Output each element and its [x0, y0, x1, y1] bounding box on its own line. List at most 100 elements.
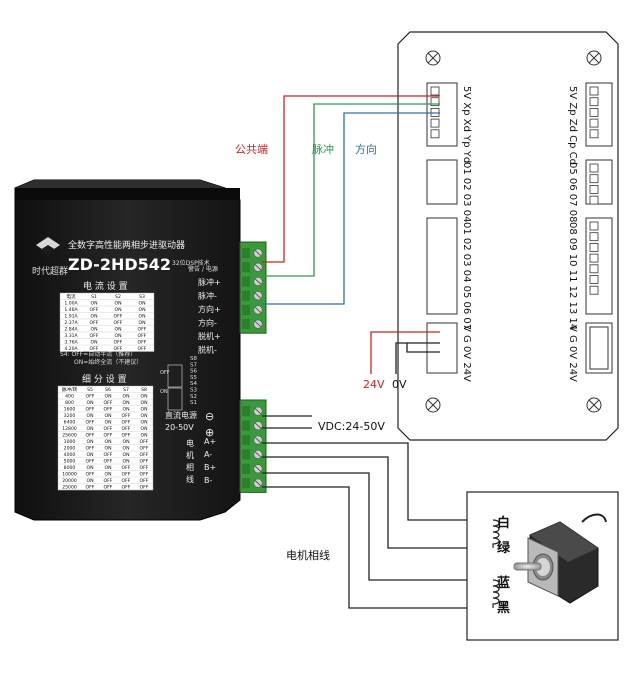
table-cell: ON [140, 426, 147, 432]
table-cell: OFF [104, 452, 113, 458]
table-cell: ON [122, 394, 129, 400]
table-cell: OFF [114, 320, 123, 326]
direction-wire-label: 方向 [355, 143, 377, 156]
dip-switch-label: S1 [190, 400, 197, 406]
table-header-cell: S6 [105, 387, 111, 393]
table-cell: 3.76A [64, 340, 78, 346]
table-cell: OFF [90, 320, 99, 326]
table-header-cell: 脉冲/转 [62, 386, 78, 393]
table-cell: OFF [86, 407, 95, 413]
connector-input-left[interactable] [426, 217, 458, 315]
table-cell: ON [114, 327, 121, 333]
phase-terminal-label: B- [204, 476, 212, 485]
table-cell: ON [104, 446, 111, 452]
table-cell: ON [104, 420, 111, 426]
table-cell: ON [140, 394, 147, 400]
table-cell: ON [104, 465, 111, 471]
table-cell: OFF [86, 485, 95, 491]
table-cell: OFF [114, 314, 123, 320]
connector-pin [589, 285, 599, 295]
table-header-cell: S3 [139, 294, 145, 300]
header-left-label: 5V Xp Xd Yp Yd [461, 86, 472, 163]
table-cell: ON [104, 394, 111, 400]
table-cell: OFF [140, 485, 149, 491]
coil-b-icon [492, 579, 500, 608]
connector-pin [589, 242, 599, 252]
screw-icon [586, 50, 602, 66]
signal-terminal-label: 脱机+ [198, 331, 221, 341]
connector-pin [589, 326, 609, 370]
connector-pin [589, 86, 599, 96]
dc-power-label: 直流电源 [165, 410, 197, 420]
table-cell: 2.37A [64, 320, 78, 326]
table-cell: OFF [122, 478, 131, 484]
motor-phase-vertical-char: 相 [186, 462, 194, 472]
table-cell: 1000 [64, 439, 76, 445]
table-cell: 1.91A [64, 314, 78, 320]
table-cell: ON [114, 333, 121, 339]
connector-power-left[interactable] [426, 322, 458, 374]
motor-phase-label: 电机相线 [286, 549, 330, 562]
signal-terminal-label: 脱机- [198, 345, 217, 355]
minus-symbol: ⊖ [205, 410, 214, 423]
in-left-label: 01 02 03 04 05 06 07 [461, 222, 472, 330]
table-cell: ON [122, 439, 129, 445]
table-cell: 2000 [64, 446, 76, 452]
table-cell: 8000 [64, 465, 76, 471]
stepper-motor-icon [513, 513, 607, 604]
dip-switch-label: S6 [190, 369, 197, 375]
table-cell: OFF [104, 426, 113, 432]
power-motor-terminal-block[interactable] [239, 399, 267, 493]
table-cell: OFF [138, 346, 147, 352]
table-cell: ON [138, 320, 145, 326]
table-cell: OFF [140, 439, 149, 445]
table-cell: ON [104, 472, 111, 478]
v0-label: 0V [392, 378, 407, 391]
coil-label-white: 白 [497, 516, 511, 531]
table-header-cell: 电流 [66, 293, 76, 300]
table-cell: ON [86, 478, 93, 484]
table-cell: ON [122, 407, 129, 413]
connector-output-left[interactable] [426, 159, 458, 205]
phase-terminal-label: B+ [204, 463, 216, 472]
stepper-driver: 时代超群 全数字高性能两相步进驱动器 ZD-2HD542 32位DSP技术 警告… [14, 179, 267, 521]
table-cell: OFF [104, 459, 113, 465]
current-table-title: 电 流 设 置 [83, 280, 128, 292]
coil-label-green: 绿 [497, 541, 511, 556]
connector-pin [589, 163, 599, 173]
micro-table-title: 细 分 设 置 [82, 373, 127, 385]
table-cell: 800 [65, 400, 74, 406]
table-cell: OFF [86, 420, 95, 426]
driver-tech: 32位DSP技术 [172, 259, 210, 267]
table-cell: ON [122, 459, 129, 465]
dip-off-label: OFF [160, 370, 170, 376]
connector-pin [430, 118, 440, 128]
table-cell: OFF [122, 420, 131, 426]
connector-pin [589, 232, 599, 242]
table-cell: 1.00A [64, 301, 78, 307]
v24-label: 24V [363, 378, 385, 391]
table-cell: 25600 [62, 433, 77, 439]
table-cell: ON [140, 420, 147, 426]
connector-pin [589, 108, 599, 117]
signal-terminal-block[interactable] [239, 241, 267, 334]
screw-icon [586, 397, 602, 413]
table-cell: OFF [90, 346, 99, 352]
pulse-wire-label: 脉冲 [312, 143, 334, 156]
table-cell: OFF [104, 478, 113, 484]
driver-model: ZD-2HD542 [68, 255, 171, 274]
coil-label-blue: 蓝 [497, 576, 511, 591]
table-cell: OFF [122, 472, 131, 478]
table-cell: OFF [140, 478, 149, 484]
dip-switch-label: S5 [190, 375, 197, 381]
table-cell: ON [104, 439, 111, 445]
table-cell: OFF [140, 472, 149, 478]
dip-switch-label: S8 [190, 356, 197, 362]
connector-pin [589, 118, 599, 128]
dip-on-label: ON [160, 389, 168, 395]
table-cell: OFF [138, 327, 147, 333]
table-cell: 20000 [62, 478, 77, 484]
in-right-label: 08 09 10 11 12 13 14 [567, 222, 578, 330]
common-wire-label: 公共端 [235, 143, 268, 156]
wire-0v-a [395, 342, 440, 374]
